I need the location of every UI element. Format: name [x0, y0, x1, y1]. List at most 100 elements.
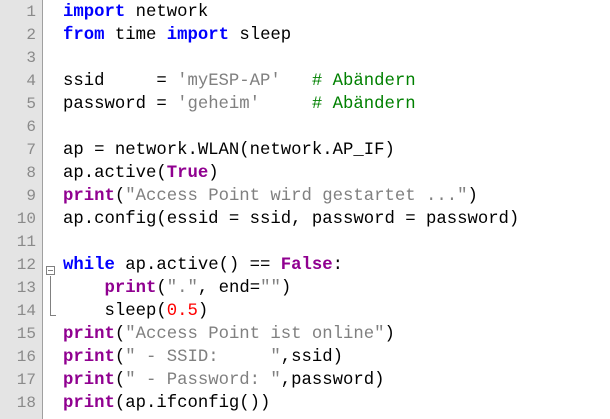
code-text: print("Access Point wird gestartet ...")	[63, 185, 478, 208]
code-text: print(ap.ifconfig())	[63, 392, 270, 415]
code-token: )	[208, 164, 219, 183]
code-line[interactable]: 2 from time import sleep	[0, 24, 610, 47]
code-line[interactable]: 5 password = 'geheim' # Abändern	[0, 93, 610, 116]
code-token: time	[104, 26, 167, 45]
code-line[interactable]: 13 print(".", end="")	[0, 277, 610, 300]
code-text: ssid = 'myESP-AP' # Abändern	[63, 70, 416, 93]
code-token: (	[156, 279, 167, 298]
fold-margin	[43, 0, 57, 419]
line-number: 18	[16, 394, 36, 412]
code-token: " - SSID: "	[125, 348, 281, 367]
code-line[interactable]: 1 import network	[0, 1, 610, 24]
fold-minus-icon[interactable]	[46, 266, 55, 275]
line-number: 15	[16, 325, 36, 343]
code-token	[260, 95, 312, 114]
code-token: print	[104, 279, 157, 298]
line-number: 3	[26, 49, 36, 67]
line-number: 8	[26, 164, 36, 182]
code-text: ap = network.WLAN(network.AP_IF)	[63, 139, 395, 162]
code-token: print	[63, 348, 115, 367]
code-token: ""	[260, 279, 281, 298]
code-token: "Access Point ist online"	[125, 325, 385, 344]
code-text: print(" - Password: ",password)	[63, 369, 385, 392]
fold-range-end	[50, 315, 56, 316]
code-token: False	[280, 256, 333, 275]
code-text: print(" - SSID: ",ssid)	[63, 346, 343, 369]
code-token: ssid =	[63, 72, 178, 91]
code-token: print	[63, 187, 115, 206]
code-token: sleep	[228, 26, 292, 45]
code-token: network	[125, 3, 209, 22]
code-text: print("Access Point ist online")	[63, 323, 395, 346]
code-token: ap.active() ==	[114, 256, 281, 275]
code-token: print	[63, 371, 115, 390]
code-line[interactable]: 11	[0, 231, 610, 254]
code-line[interactable]: 9 print("Access Point wird gestartet ..."…	[0, 185, 610, 208]
code-token	[281, 72, 312, 91]
line-number: 9	[26, 187, 36, 205]
code-token: 'geheim'	[177, 95, 261, 114]
code-text: password = 'geheim' # Abändern	[63, 93, 416, 116]
code-token: (	[114, 371, 126, 390]
code-token: import	[166, 26, 229, 45]
code-line[interactable]: 3	[0, 47, 610, 70]
code-text: sleep(0.5)	[63, 300, 208, 323]
code-line[interactable]: 15 print("Access Point ist online")	[0, 323, 610, 346]
line-number: 7	[26, 141, 36, 159]
code-token: (	[114, 187, 126, 206]
code-text: ap.active(True)	[63, 162, 219, 185]
code-token	[63, 279, 104, 298]
line-number: 11	[16, 233, 36, 251]
code-token: "."	[166, 279, 198, 298]
line-number-gutter	[0, 0, 43, 419]
line-number: 17	[16, 371, 36, 389]
line-number: 16	[16, 348, 36, 366]
line-number: 10	[16, 210, 36, 228]
code-token: " - Password: "	[125, 371, 281, 390]
fold-range-line	[50, 276, 51, 316]
code-line[interactable]: 17 print(" - Password: ",password)	[0, 369, 610, 392]
code-token: print	[63, 325, 115, 344]
code-token: (	[114, 348, 126, 367]
code-token: (ap.ifconfig())	[114, 394, 271, 413]
code-token: while	[63, 256, 115, 275]
code-line[interactable]: 14 sleep(0.5)	[0, 300, 610, 323]
line-number: 6	[26, 118, 36, 136]
code-line[interactable]: 8 ap.active(True)	[0, 162, 610, 185]
code-text: from time import sleep	[63, 24, 291, 47]
code-token: ap.active(	[63, 164, 167, 183]
code-token: import	[63, 3, 126, 22]
code-token: ap = network.WLAN(network.AP_IF)	[63, 141, 395, 160]
code-token: )	[280, 279, 292, 298]
line-number: 4	[26, 72, 36, 90]
code-token: # Abändern	[311, 95, 416, 114]
code-text: while ap.active() == False:	[63, 254, 343, 277]
code-token: ,ssid)	[280, 348, 344, 367]
code-token: sleep(	[63, 302, 167, 321]
code-line[interactable]: 7 ap = network.WLAN(network.AP_IF)	[0, 139, 610, 162]
code-line[interactable]: 6	[0, 116, 610, 139]
code-line[interactable]: 18 print(ap.ifconfig())	[0, 392, 610, 415]
code-text: import network	[63, 1, 208, 24]
line-number: 13	[16, 279, 36, 297]
code-token: 0.5	[166, 302, 198, 321]
line-number: 2	[26, 26, 36, 44]
line-number: 5	[26, 95, 36, 113]
code-token: # Abändern	[311, 72, 416, 91]
line-number: 14	[16, 302, 36, 320]
line-number: 1	[26, 3, 36, 21]
code-line[interactable]: 16 print(" - SSID: ",ssid)	[0, 346, 610, 369]
code-token: :	[332, 256, 344, 275]
code-text: print(".", end="")	[63, 277, 291, 300]
code-token: "Access Point wird gestartet ..."	[125, 187, 468, 206]
code-line[interactable]: 4 ssid = 'myESP-AP' # Abändern	[0, 70, 610, 93]
code-token: 'myESP-AP'	[177, 72, 281, 91]
code-token: )	[197, 302, 209, 321]
code-token: (	[114, 325, 126, 344]
code-token: ,password)	[280, 371, 385, 390]
code-token: from	[63, 26, 105, 45]
code-token: password =	[63, 95, 178, 114]
